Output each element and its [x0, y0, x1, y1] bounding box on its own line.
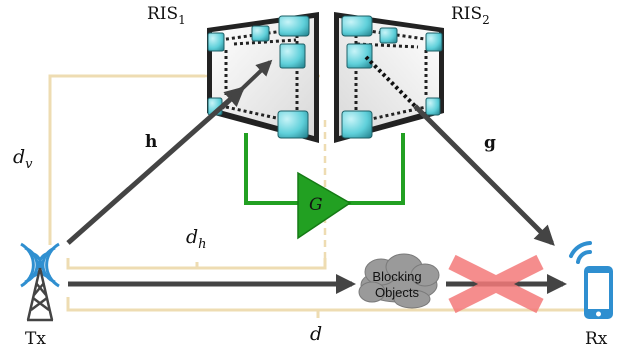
- tx-tower-icon: [20, 242, 60, 322]
- dv-guide: [48, 74, 205, 245]
- svg-text:RIS2: RIS2: [451, 4, 490, 27]
- svg-text:dh: dh: [186, 226, 207, 252]
- amplifier-label: G: [309, 195, 323, 215]
- svg-text:dv: dv: [13, 146, 33, 172]
- dist-v-subscript: v: [25, 157, 33, 172]
- dist-v-label: d: [13, 146, 25, 168]
- tx-label: Tx: [25, 329, 46, 349]
- g-arrow: [413, 104, 555, 246]
- channel-h-label: h: [145, 132, 157, 152]
- blocking-label-line2: Objects: [375, 285, 420, 300]
- phone-icon: [569, 241, 613, 319]
- ris2-label: RIS: [451, 4, 482, 24]
- dist-total-label: d: [310, 323, 322, 345]
- dist-h-label: d: [186, 226, 198, 248]
- labels: RIS1 RIS2 h g dv dh d Tx Rx: [13, 4, 608, 349]
- h-arrow: [66, 86, 245, 245]
- dist-h-subscript: h: [198, 237, 206, 252]
- ris1-subscript: 1: [178, 13, 186, 27]
- channel-arrows: [66, 55, 567, 294]
- channel-g-label: g: [484, 133, 496, 153]
- svg-text:RIS1: RIS1: [147, 4, 186, 27]
- ris1-panel-icon: [207, 12, 319, 143]
- rx-label: Rx: [585, 329, 608, 349]
- ris-internal-arrow: [220, 59, 273, 110]
- amplifier-icon: G: [297, 171, 352, 240]
- cloud-icon: Blocking Objects: [358, 253, 440, 309]
- amplifier-wiring: [244, 133, 405, 205]
- ris1-label: RIS: [147, 4, 178, 24]
- ris2-subscript: 2: [482, 13, 490, 27]
- blocking-label-line1: Blocking: [372, 269, 421, 284]
- cross-icon: [448, 254, 544, 314]
